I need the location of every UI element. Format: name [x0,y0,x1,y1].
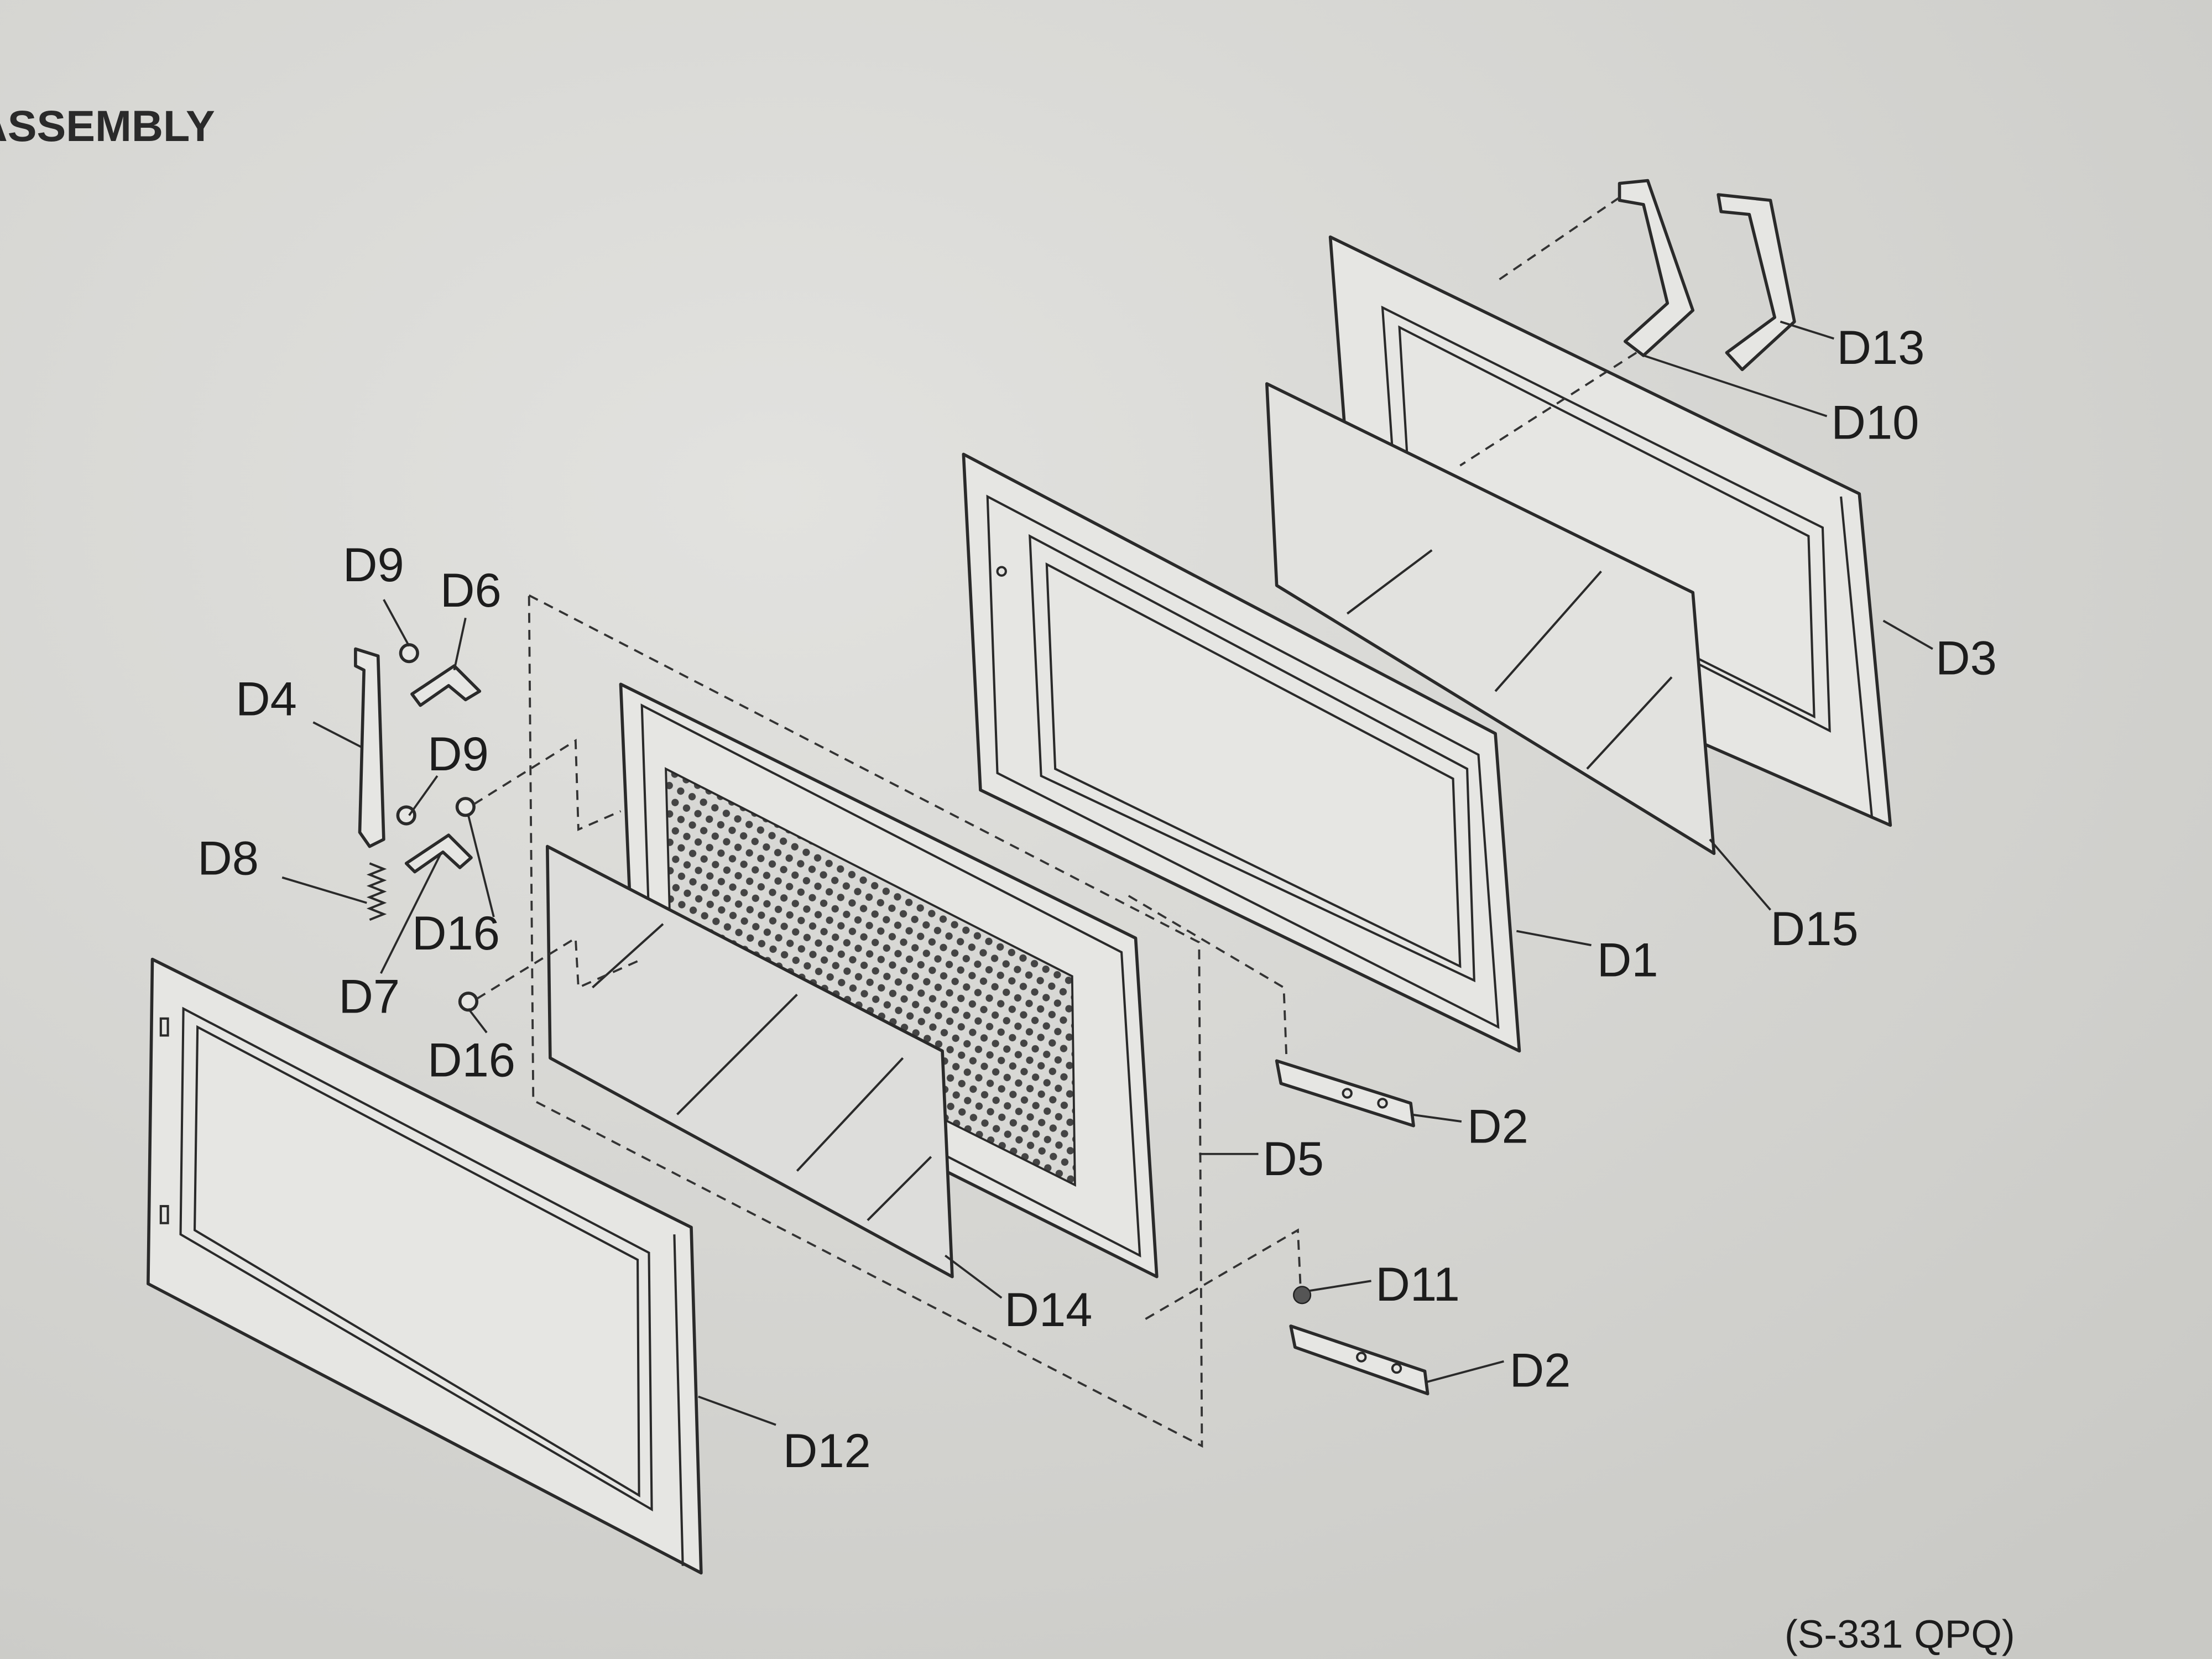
part-d8-spring [366,862,387,921]
label-d12: D12 [783,1424,871,1478]
label-d7: D7 [338,970,400,1024]
part-d1-frame [962,452,1521,1053]
part-d7-hook [404,833,473,874]
label-d13: D13 [1837,321,1924,374]
leader-lines [281,320,1933,1426]
label-d3: D3 [1936,631,1997,685]
label-d8: D8 [197,832,259,885]
label-d2-upper: D2 [1467,1099,1528,1153]
label-d16-lower: D16 [427,1033,515,1087]
label-d1: D1 [1597,933,1658,987]
label-d14: D14 [1004,1283,1092,1337]
label-d10: D10 [1831,395,1919,449]
part-d15-glass [1265,382,1716,855]
part-d2-plate-lower [1289,1324,1430,1396]
label-d11: D11 [1375,1258,1460,1311]
part-d10-bracket [1618,179,1695,357]
label-d16-upper: D16 [412,906,500,960]
label-d9-lower: D9 [427,727,489,781]
part-d12-front-frame [147,957,703,1575]
part-d9-screw-upper [399,643,419,664]
label-d15: D15 [1771,902,1859,956]
part-d16-screw-upper [455,797,476,817]
label-d6: D6 [440,564,502,617]
label-d5: D5 [1262,1132,1324,1186]
part-d9-screw-lower [396,805,416,826]
label-d9-upper: D9 [343,538,404,592]
part-d11-nut [1293,1286,1312,1305]
part-d16-screw-lower [458,992,479,1012]
label-d4: D4 [236,672,297,726]
section-title: ASSEMBLY [0,101,215,150]
model-code: (S-331 QPQ) [1785,1613,2015,1657]
part-d13-bracket [1717,193,1796,372]
part-d3-frame [1328,235,1892,827]
part-d14-glass [545,844,954,1279]
label-d2-lower: D2 [1510,1344,1571,1397]
part-d2-plate-upper [1275,1059,1415,1128]
part-d4-latch-bar [354,647,385,848]
assembly-outline [528,594,1203,1448]
